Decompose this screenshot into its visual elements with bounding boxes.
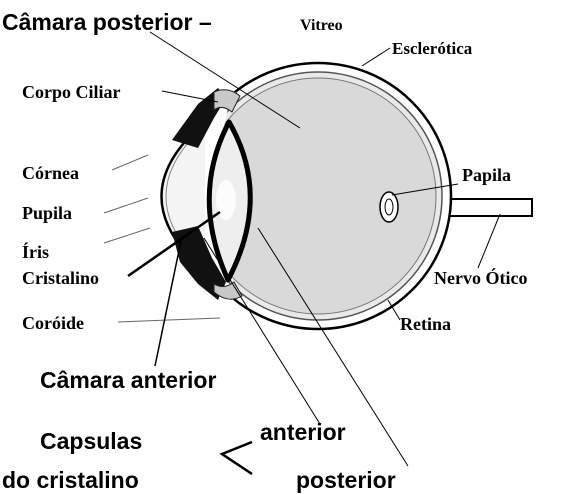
label-anterior: anterior (260, 419, 346, 445)
label-capsulas: Capsulas (40, 428, 142, 454)
label-nervo-otico: Nervo Ótico (434, 267, 527, 288)
label-coroide: Coróide (22, 313, 84, 333)
eye-drawing (162, 63, 533, 329)
label-corpo-ciliar: Corpo Ciliar (22, 82, 121, 102)
label-vitreo: Vitreo (300, 17, 343, 34)
leader-iris (104, 228, 150, 243)
capsulas-bracket (222, 442, 252, 474)
label-cristalino: Cristalino (22, 268, 99, 288)
label-iris: Íris (22, 241, 49, 262)
label-esclerotica: Esclerótica (392, 39, 473, 58)
leader-esclerotica (362, 48, 390, 66)
label-retina: Retina (400, 314, 451, 334)
leader-nervo-otico (478, 214, 500, 268)
label-camara-anterior: Câmara anterior (40, 367, 216, 393)
optic-disc (380, 192, 398, 222)
label-pupila: Pupila (22, 203, 72, 223)
label-do-cristalino: do cristalino (2, 467, 139, 493)
leader-coroide (118, 318, 220, 322)
leader-cornea (112, 155, 148, 170)
leader-pupila (104, 198, 148, 213)
label-posterior: posterior (296, 467, 396, 493)
label-cornea: Córnea (22, 163, 79, 183)
label-papila: Papila (462, 165, 511, 185)
label-camara-posterior: Câmara posterior – (2, 9, 212, 35)
